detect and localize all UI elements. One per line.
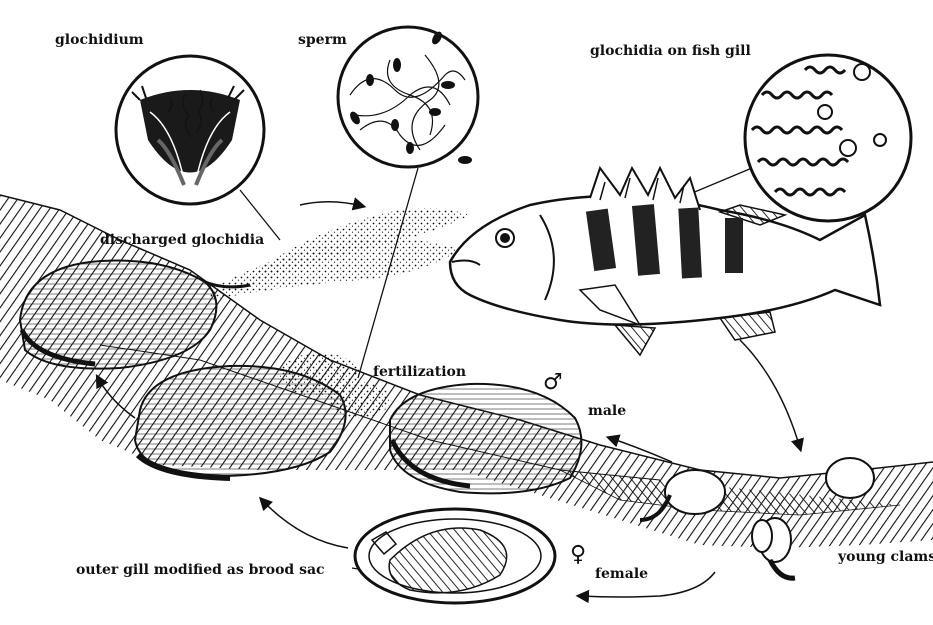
glochidium-circle <box>116 56 264 204</box>
female-symbol: ♀ <box>570 544 586 566</box>
male-symbol: ♂ <box>543 372 563 394</box>
gill-circle <box>745 55 911 221</box>
sperm-circle <box>338 27 478 167</box>
mussel-male <box>390 384 581 493</box>
label-sperm: sperm <box>298 33 347 47</box>
label-fertilization: fertilization <box>373 365 466 379</box>
label-outer-gill-brood-sac: outer gill modified as brood sac <box>76 563 325 577</box>
label-glochidium: glochidium <box>55 33 144 47</box>
label-young-clams: young clams <box>838 550 933 564</box>
mussel-female <box>355 509 555 603</box>
label-discharged-glochidia: discharged glochidia <box>100 233 264 247</box>
label-female: female <box>595 567 648 581</box>
label-male: male <box>588 404 626 418</box>
label-glochidia-on-fish-gill: glochidia on fish gill <box>590 44 751 58</box>
